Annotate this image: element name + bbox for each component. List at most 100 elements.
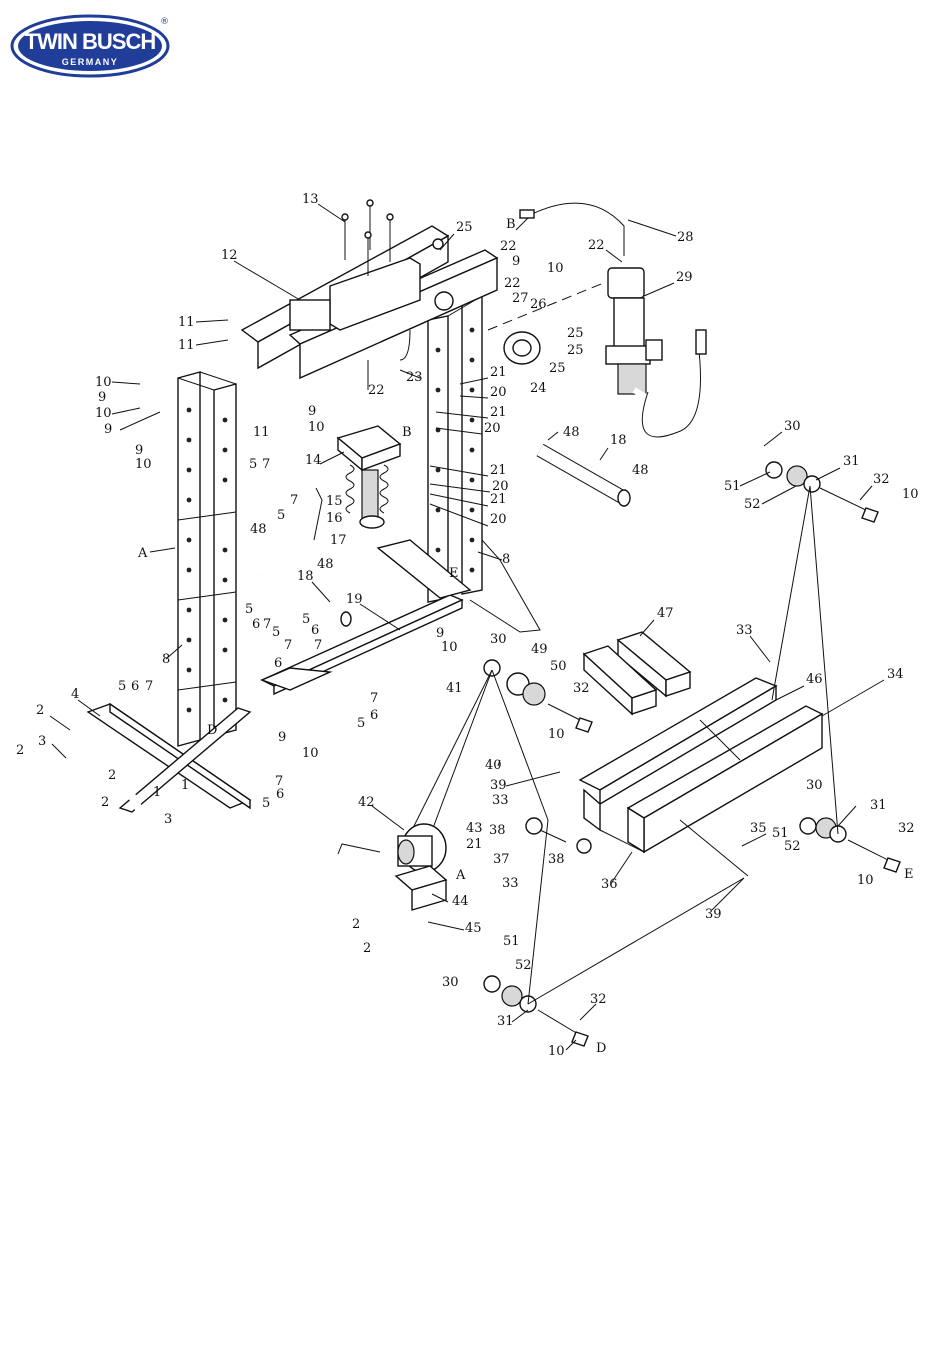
part-label: 13	[302, 192, 319, 207]
top-crossbeam-part	[240, 225, 499, 380]
part-label: 10	[95, 375, 112, 390]
part-label: 10	[548, 727, 565, 742]
part-label: 30	[806, 778, 823, 793]
logo-country: GERMANY	[62, 57, 119, 67]
part-label: 21	[490, 463, 507, 478]
pin-18-upper	[536, 443, 631, 507]
part-label: 9	[308, 404, 316, 419]
part-label: 36	[601, 877, 618, 892]
part-label: 29	[676, 270, 693, 285]
part-label: 32	[590, 992, 607, 1007]
winch-42-part	[337, 823, 448, 911]
part-label: 32	[898, 821, 915, 836]
leader-lines	[49, 203, 885, 1051]
part-label: 17	[330, 533, 347, 548]
part-label: 9	[278, 730, 286, 745]
part-label: 6	[370, 708, 378, 723]
right-upright-part	[427, 295, 541, 633]
part-label: 10	[135, 457, 152, 472]
part-label: 39	[490, 778, 507, 793]
part-label: 6	[311, 623, 319, 638]
part-label: 6	[252, 617, 260, 632]
part-label: 52	[744, 497, 761, 512]
logo-brand-name: TWIN BUSCH	[25, 29, 156, 54]
part-label: 30	[442, 975, 459, 990]
bed-rail-part	[260, 539, 472, 696]
part-label: 10	[302, 746, 319, 761]
part-label: 22	[588, 238, 605, 253]
part-label: 20	[492, 479, 509, 494]
part-label: 48	[250, 522, 267, 537]
part-label: 25	[567, 343, 584, 358]
part-label: 42	[358, 795, 375, 810]
part-label: 10	[441, 640, 458, 655]
logo-inner-ellipse	[18, 21, 162, 71]
part-label: 8	[162, 652, 170, 667]
part-label: 4	[71, 687, 79, 702]
part-label: 49	[531, 642, 548, 657]
part-label: 33	[502, 876, 519, 891]
part-label: 2	[352, 917, 360, 932]
cables-33	[409, 485, 839, 1005]
part-label: 19	[346, 592, 363, 607]
part-label: 11	[178, 315, 195, 330]
part-label: 44	[452, 894, 469, 909]
part-label: 10	[308, 420, 325, 435]
part-label: 38	[489, 823, 506, 838]
part-label: 32	[573, 681, 590, 696]
hydraulic-pump-part	[605, 267, 738, 453]
part-label: 20	[484, 421, 501, 436]
part-label: 18	[297, 569, 314, 584]
part-label: 30	[784, 419, 801, 434]
part-label: 25	[456, 220, 473, 235]
part-label: B	[506, 217, 516, 232]
part-label: 47	[657, 606, 674, 621]
winch-bushings-37-38	[525, 817, 592, 854]
part-label: 48	[317, 557, 334, 572]
part-label: 48	[563, 425, 580, 440]
part-label: 5	[249, 457, 257, 472]
part-label: 28	[677, 230, 694, 245]
part-label: 18	[610, 433, 627, 448]
part-label: 20	[490, 385, 507, 400]
part-label: 51	[772, 826, 789, 841]
logo-registered-mark: ®	[160, 17, 169, 27]
part-label: 25	[567, 326, 584, 341]
part-label: 48	[632, 463, 649, 478]
part-label: 34	[887, 667, 904, 682]
part-label: 51	[503, 934, 520, 949]
part-label: 39	[705, 907, 722, 922]
part-label: 6	[131, 679, 139, 694]
part-label: 22	[500, 239, 517, 254]
part-label: 7	[314, 638, 322, 653]
part-label: 5	[277, 508, 285, 523]
part-label: 51	[724, 479, 741, 494]
part-label: 31	[497, 1014, 514, 1029]
part-label: 1	[181, 778, 189, 793]
part-label: 11	[253, 425, 270, 440]
part-label: 5	[272, 625, 280, 640]
part-label: 12	[221, 248, 238, 263]
pulley-set-top-right	[765, 461, 879, 523]
part-label: 5	[262, 796, 270, 811]
part-label: 7	[370, 691, 378, 706]
part-label: 25	[549, 361, 566, 376]
left-upright-part	[177, 371, 237, 747]
part-label: A	[137, 546, 148, 561]
part-label: 7	[275, 774, 283, 789]
part-label: 32	[873, 472, 890, 487]
hose-fitting	[519, 209, 535, 219]
part-label: 45	[465, 921, 482, 936]
part-label: 9	[104, 422, 112, 437]
shaft-35	[679, 819, 749, 877]
part-label: B	[402, 425, 412, 440]
part-label: 24	[530, 381, 547, 396]
part-label: 23	[406, 370, 423, 385]
part-label: 31	[843, 454, 860, 469]
ram-assembly-part	[336, 329, 411, 529]
part-label: 9	[512, 254, 520, 269]
part-label: 10	[548, 1044, 565, 1059]
bolts-13	[341, 199, 394, 276]
